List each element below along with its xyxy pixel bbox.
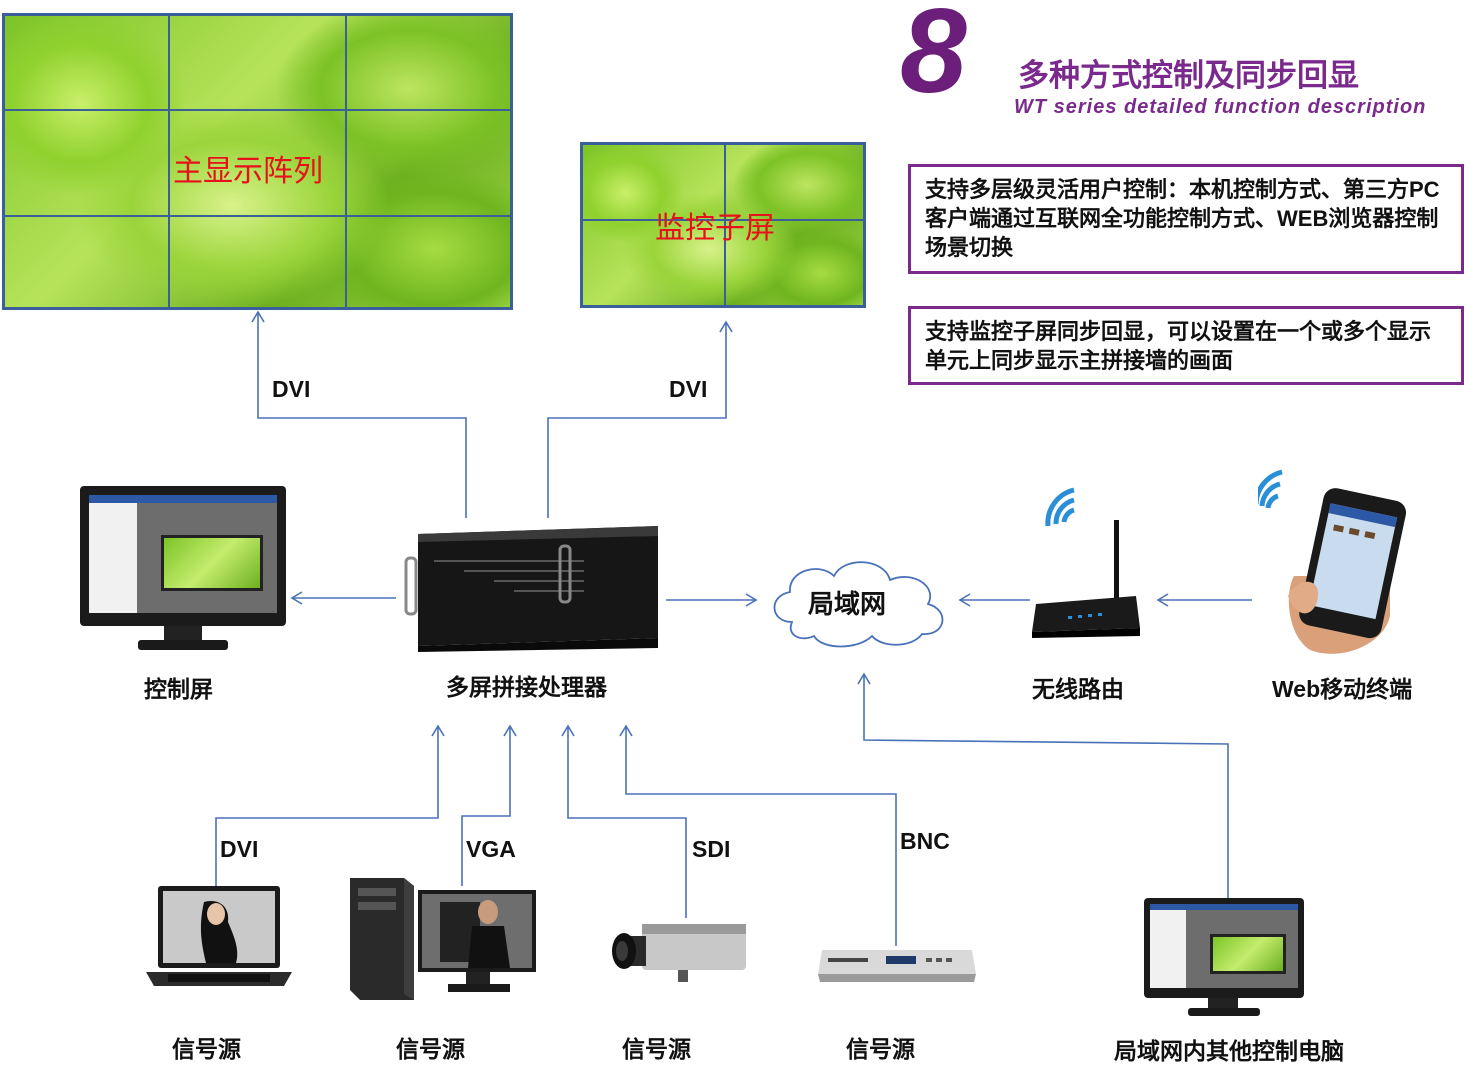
label-web-mobile: Web移动终端 (1272, 676, 1413, 702)
wireless-router (1028, 480, 1148, 640)
header-number: 8 (900, 0, 967, 118)
line-sdi-source (561, 724, 687, 918)
line-processor-to-main-wall (251, 310, 467, 518)
header: 8 多种方式控制及同步回显 WT series detailed functio… (900, 0, 1460, 130)
header-title: 多种方式控制及同步回显 (1018, 58, 1359, 93)
label-input-sdi: SDI (692, 836, 731, 862)
label-dvi-sub: DVI (669, 376, 708, 402)
source-camera (606, 916, 750, 988)
label-source-laptop: 信号源 (172, 1036, 241, 1062)
label-source-camera: 信号源 (622, 1036, 691, 1062)
lan-cloud: 局域网 (762, 552, 952, 652)
source-dvd-player (816, 944, 978, 986)
source-pc (348, 876, 538, 1002)
processor-device (404, 522, 660, 652)
line-vga-source (461, 724, 517, 886)
lan-other-pc-monitor (1144, 898, 1304, 1022)
line-lanpc-to-lan (857, 672, 1229, 898)
line-dvi-source (215, 724, 445, 888)
main-video-wall: 主显示阵列 (2, 13, 513, 310)
label-wireless-router: 无线路由 (1032, 676, 1124, 702)
line-bnc-source (619, 724, 897, 946)
main-wall-title: 主显示阵列 (173, 155, 323, 188)
label-lan: 局域网 (808, 589, 887, 619)
label-input-vga: VGA (466, 836, 516, 862)
label-source-dvd: 信号源 (846, 1036, 915, 1062)
control-screen-monitor (80, 486, 286, 656)
wall-divider (5, 109, 510, 111)
label-input-dvi: DVI (220, 836, 259, 862)
monitor-sub-screen: 监控子屏 (580, 142, 866, 308)
header-subtitle: WT series detailed function description (1014, 96, 1427, 118)
wall-divider (168, 16, 170, 307)
mobile-phone (1253, 466, 1408, 662)
label-processor: 多屏拼接处理器 (446, 674, 607, 700)
sub-divider (724, 145, 726, 305)
label-input-bnc: BNC (900, 828, 950, 854)
label-lan-other-pc: 局域网内其他控制电脑 (1114, 1038, 1344, 1064)
label-dvi-main: DVI (272, 376, 311, 402)
info-box-control: 支持多层级灵活用户控制：本机控制方式、第三方PC客户端通过互联网全功能控制方式、… (908, 164, 1464, 274)
source-laptop (144, 884, 294, 992)
sub-screen-title: 监控子屏 (655, 212, 775, 245)
label-control-screen: 控制屏 (144, 676, 213, 702)
wall-divider (345, 16, 347, 307)
sub-divider (583, 219, 863, 221)
label-source-pc: 信号源 (396, 1036, 465, 1062)
wall-divider (5, 215, 510, 217)
info-box-sync: 支持监控子屏同步回显，可以设置在一个或多个显示单元上同步显示主拼接墙的画面 (908, 306, 1464, 385)
line-processor-to-sub-screen (547, 320, 733, 518)
